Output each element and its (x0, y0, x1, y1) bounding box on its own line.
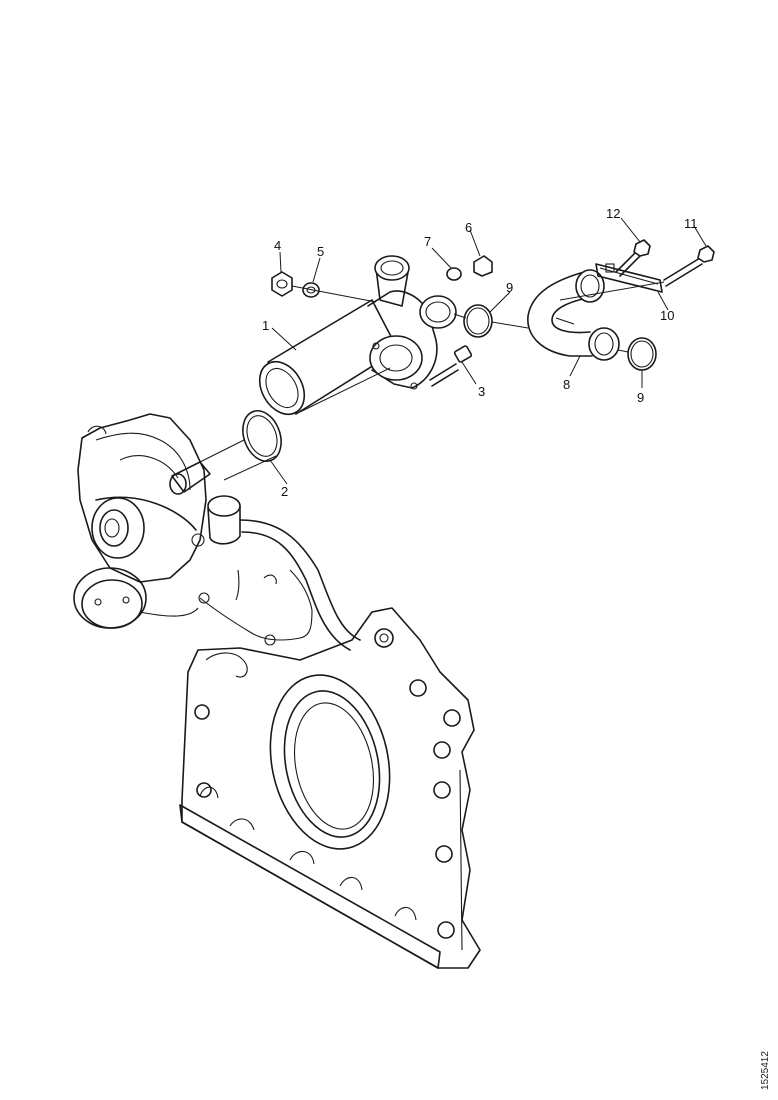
callout-7: 7 (424, 234, 431, 249)
callout-6: 6 (465, 220, 472, 235)
o-ring-seal (242, 410, 282, 462)
o-ring-left (463, 304, 493, 338)
coolant-outlet-pipe (258, 255, 457, 416)
flange-bolt (429, 345, 473, 387)
figure-id: 1525412 (760, 1051, 771, 1090)
o-ring-right (627, 337, 657, 371)
callout-4: 4 (274, 238, 281, 253)
plug-and-seal (446, 255, 493, 281)
callout-9a: 9 (506, 280, 513, 295)
callout-2: 2 (281, 484, 288, 499)
callout-10: 10 (660, 308, 674, 323)
bypass-pipe (198, 519, 361, 678)
leader-lines (199, 217, 707, 485)
callout-8: 8 (563, 377, 570, 392)
clamp-bracket (595, 263, 663, 293)
nut-and-washer (271, 271, 320, 298)
callout-9b: 9 (637, 390, 644, 405)
screw-12 (615, 239, 651, 277)
screw-11 (663, 245, 715, 287)
water-pump (73, 413, 241, 629)
timing-cover-housing (179, 607, 481, 969)
callout-5: 5 (317, 244, 324, 259)
callout-3: 3 (478, 384, 485, 399)
callout-12: 12 (606, 206, 620, 221)
callout-1: 1 (262, 318, 269, 333)
callouts: 1 2 3 4 5 6 7 8 9 9 10 11 12 (262, 206, 698, 499)
callout-11: 11 (684, 216, 698, 231)
elbow-hose-pipe (527, 269, 620, 361)
